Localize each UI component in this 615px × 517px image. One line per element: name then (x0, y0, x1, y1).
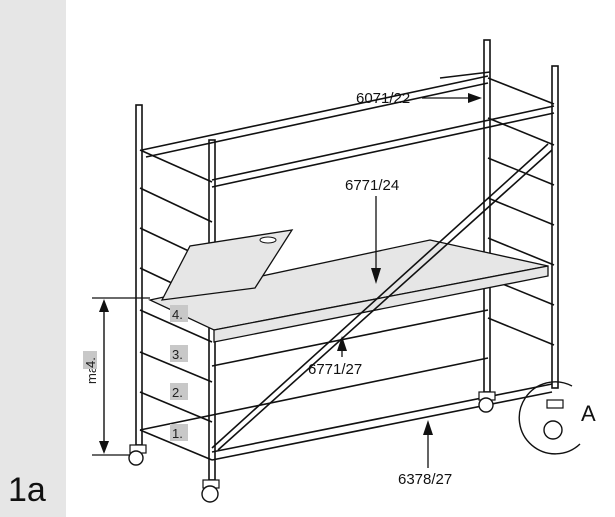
level-label-1: 1. (172, 426, 183, 441)
level-labels: 4. 3. 2. 1. (170, 305, 188, 441)
arrow-right-icon (468, 93, 482, 103)
castor-front-left (128, 444, 147, 466)
arrow-down-icon (371, 268, 381, 284)
arrow-up-icon (423, 420, 433, 435)
guardrails (141, 71, 555, 188)
part-label-base-brace: 6378/27 (398, 420, 452, 488)
arrow-down-icon (99, 441, 109, 454)
castor-back-right (543, 399, 564, 440)
trapdoor-handle (259, 236, 277, 244)
platform-trapdoor (160, 229, 294, 301)
back-frame-rungs (487, 117, 555, 346)
level-label-3: 3. (172, 347, 183, 362)
base-brace-part-number: 6378/27 (398, 471, 452, 488)
part-label-guardrail: 6071/22 (356, 90, 482, 107)
castor-back-left (478, 391, 496, 413)
back-post-right (551, 65, 559, 389)
level-label-4: 4. (172, 307, 183, 322)
front-post-left (135, 104, 143, 446)
back-post-left (483, 39, 491, 393)
part-label-platform: 6771/24 (345, 177, 399, 284)
max-level-box (83, 351, 97, 369)
level-label-2: 2. (172, 385, 183, 400)
arrow-up-icon (99, 299, 109, 312)
max-level-text: 4. (83, 357, 98, 368)
height-dimension: max. 4. (83, 297, 150, 456)
platform-part-number: 6771/24 (345, 177, 399, 194)
arrow-up-icon (337, 336, 347, 351)
part-label-diagonal: 6771/27 (308, 336, 362, 378)
guardrail-part-number: 6071/22 (356, 90, 410, 107)
detail-circle (518, 381, 581, 455)
figure-number: 1a (8, 471, 46, 509)
back-frame (483, 39, 559, 393)
detail-callout-a: A (518, 381, 596, 455)
detail-letter: A (581, 401, 596, 426)
diagonal-brace (211, 143, 553, 451)
diagonal-part-number: 6771/27 (308, 361, 362, 378)
castors (128, 391, 564, 503)
figure-side-band (0, 0, 66, 517)
castor-front-right (201, 479, 220, 503)
